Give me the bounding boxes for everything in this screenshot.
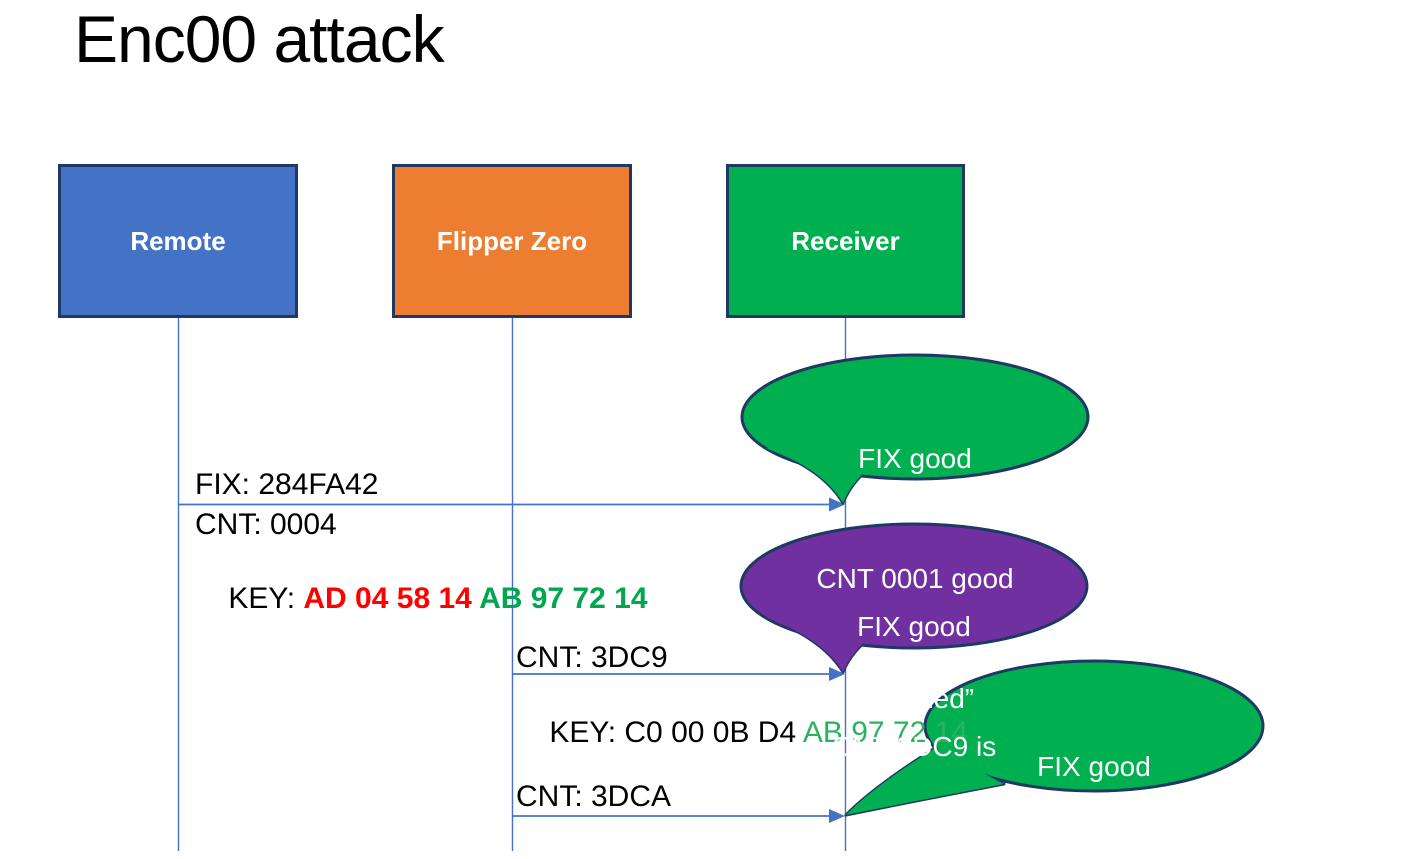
- actor-label-receiver: Receiver: [791, 225, 900, 256]
- message3-cnt-label: CNT: 3DCA: [516, 780, 672, 813]
- message1-fix-label: FIX: 284FA42: [195, 468, 379, 501]
- message3-key-green-bytes: AB 97 72 14: [796, 857, 961, 859]
- callout2-bubble: [739, 522, 1089, 650]
- message2-arrowhead-icon: [829, 667, 845, 681]
- slide-title: Enc00 attack: [74, 2, 445, 76]
- callout1-tail-fill: [765, 448, 880, 503]
- callout2-tail-fill: [765, 617, 880, 672]
- message1-key-label: KEY: AD 04 58 14 AB 97 72 14: [195, 547, 648, 651]
- actor-label-flipper-zero: Flipper Zero: [436, 225, 588, 256]
- actor-box-flipper-zero: Flipper Zero: [392, 164, 632, 318]
- message2-key-prefix: KEY: C0 00 0B D4: [549, 715, 803, 749]
- callout3-text: FIX good CNT is 3DCA “Opened”: [914, 667, 1274, 859]
- message1-cnt-label: CNT: 0004: [195, 508, 337, 541]
- callout3-bubble: [923, 659, 1265, 793]
- callout2-line3: future code: [734, 847, 1094, 859]
- callout1-line2: CNT 0001 good: [816, 563, 1014, 594]
- actor-box-remote: Remote: [58, 164, 298, 318]
- message1-arrowhead-icon: [829, 497, 845, 512]
- callout1-line3: “Opened”: [855, 683, 975, 714]
- message1-key-prefix: KEY:: [228, 581, 304, 615]
- callout1-line1: FIX good: [858, 443, 972, 474]
- actor-label-remote: Remote: [130, 225, 226, 256]
- message2-cnt-label: CNT: 3DC9: [516, 641, 668, 674]
- message2-key-label: KEY: C0 00 0B D4 AB 97 72 14: [516, 681, 968, 785]
- actor-box-receiver: Receiver: [726, 164, 965, 318]
- callout2-text: FIX good CNT 3DC9 is future code: [734, 527, 1094, 859]
- message1-key-red-bytes: AD 04 58 14: [303, 581, 480, 615]
- message3-key-label: KEY: C0 02 8A 33 AB 97 72 14: [516, 822, 961, 859]
- message1-key-green-bytes: AB 97 72 14: [479, 581, 648, 615]
- callout3-line1: FIX good: [1037, 751, 1151, 782]
- message2-key-green-bytes: AB 97 72 14: [802, 715, 968, 749]
- callout2-line1: FIX good: [857, 611, 971, 642]
- callout3-tail-fill: [846, 748, 1004, 815]
- callout1-text: FIX good CNT 0001 good “Opened”: [735, 359, 1095, 799]
- callout1-bubble: [740, 353, 1090, 481]
- message3-arrowhead-icon: [829, 809, 845, 823]
- callout2-line2: CNT 3DC9 is: [831, 731, 997, 762]
- message3-key-prefix: KEY: C0 02 8A 33: [549, 857, 796, 859]
